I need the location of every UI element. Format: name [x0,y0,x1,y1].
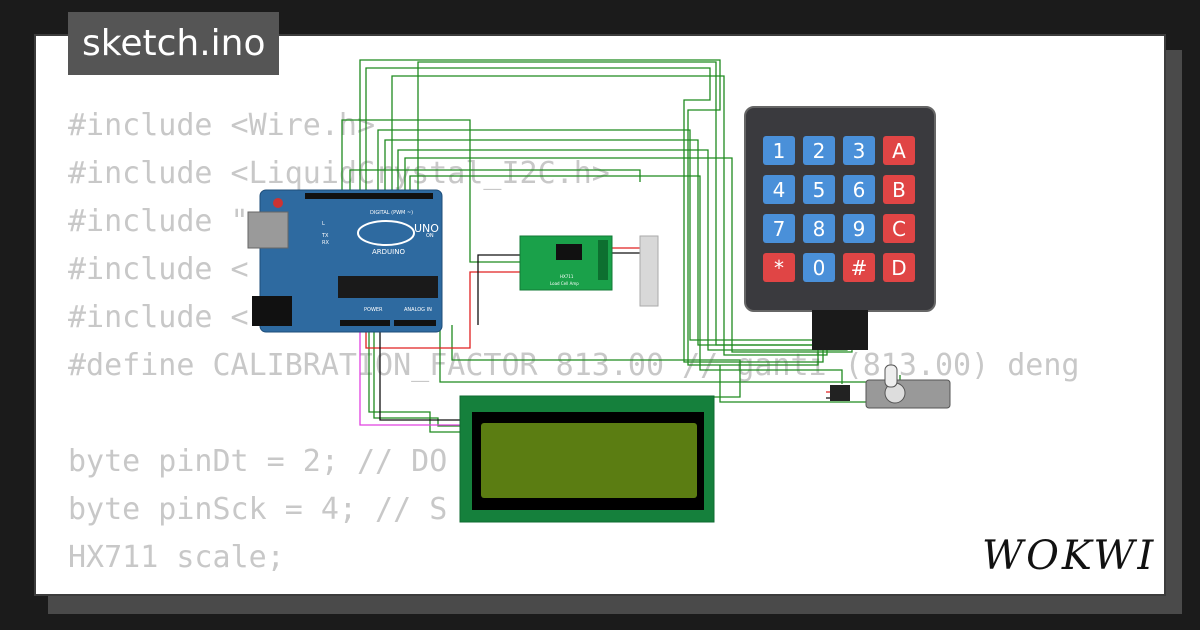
svg-text:B: B [892,178,906,202]
keypad[interactable]: 1 2 3 A 4 5 6 B 7 8 9 C * 0 # D [744,106,936,350]
svg-text:1: 1 [773,139,786,163]
svg-text:*: * [774,256,784,280]
svg-text:C: C [892,217,906,241]
usb-port [247,211,289,249]
keypad-key-3[interactable]: 3 [843,136,875,165]
svg-text:4: 4 [773,178,786,202]
keypad-key-1[interactable]: 1 [763,136,795,165]
arduino-model: UNO [414,222,439,235]
keypad-key-A[interactable]: A [883,136,915,165]
reset-button [273,198,283,208]
svg-text:#: # [851,256,868,280]
keypad-key-9[interactable]: 9 [843,214,875,243]
keypad-key-C[interactable]: C [883,214,915,243]
keypad-key-5[interactable]: 5 [803,175,835,204]
hx711-name: HX711 [560,274,574,279]
digital-header [305,193,433,199]
keypad-key-0[interactable]: 0 [803,253,835,282]
svg-text:3: 3 [853,139,866,163]
led-l-label: L [322,221,325,227]
keypad-key-4[interactable]: 4 [763,175,795,204]
svg-text:9: 9 [853,217,866,241]
power-label: POWER [364,307,383,313]
keypad-key-6[interactable]: 6 [843,175,875,204]
keypad-key-D[interactable]: D [883,253,915,282]
keypad-key-B[interactable]: B [883,175,915,204]
svg-text:D: D [891,256,906,280]
svg-text:7: 7 [773,217,786,241]
code-line: #include < [68,300,249,335]
keypad-key-*[interactable]: * [763,253,795,282]
keypad-key-7[interactable]: 7 [763,214,795,243]
code-line: HX711 scale; [68,540,285,575]
wokwi-logo: WOKWI [982,533,1154,579]
arduino-uno[interactable]: ARDUINO UNO DIGITAL (PWM ~) POWER ANALOG… [247,189,443,333]
code-line: #include <LiquidCrystal_I2C.h> [68,156,610,191]
code-line: byte pinDt = 2; // DO [68,444,448,479]
svg-text:8: 8 [813,217,826,241]
svg-text:2: 2 [813,139,826,163]
analog-label: ANALOG IN [404,307,432,313]
code-line: #include <Wire.h> [68,108,376,143]
sketch-filename: sketch.ino [68,12,280,75]
code-line: byte pinSck = 4; // S [68,492,448,527]
load-cell [639,235,659,307]
atmega-chip [338,276,438,298]
digital-label: DIGITAL (PWM ~) [370,210,413,216]
servo-motor[interactable] [830,364,951,409]
svg-text:6: 6 [853,178,866,202]
svg-text:5: 5 [813,178,826,202]
keypad-key-2[interactable]: 2 [803,136,835,165]
arduino-brand: ARDUINO [372,248,405,256]
arduino-logo-icon [357,220,415,246]
power-header [340,320,390,326]
svg-text:WOKWI: WOKWI [982,533,1154,579]
preview-card[interactable]: #include <Wire.h> #include <LiquidCrystal… [34,34,1166,596]
code-line: #include " [68,204,249,239]
servo-connector [830,385,850,401]
svg-text:A: A [892,139,906,163]
keypad-connector [812,310,868,350]
led-rx-label: RX [322,240,329,246]
led-tx-label: TX [321,233,329,239]
wire-magenta [359,325,465,426]
keypad-key-#[interactable]: # [843,253,875,282]
analog-header [394,320,436,326]
lcd-display[interactable] [459,395,715,523]
power-jack [252,296,292,326]
svg-text:0: 0 [813,256,826,280]
hx711-chip [556,244,582,260]
on-label: ON [426,233,434,239]
code-line: #include < [68,252,249,287]
code-background: #include <Wire.h> #include <LiquidCrystal… [68,102,1134,582]
keypad-key-8[interactable]: 8 [803,214,835,243]
hx711-module[interactable]: HX711 Load Cell Amp [519,235,659,307]
hx711-subtitle: Load Cell Amp [550,281,579,286]
